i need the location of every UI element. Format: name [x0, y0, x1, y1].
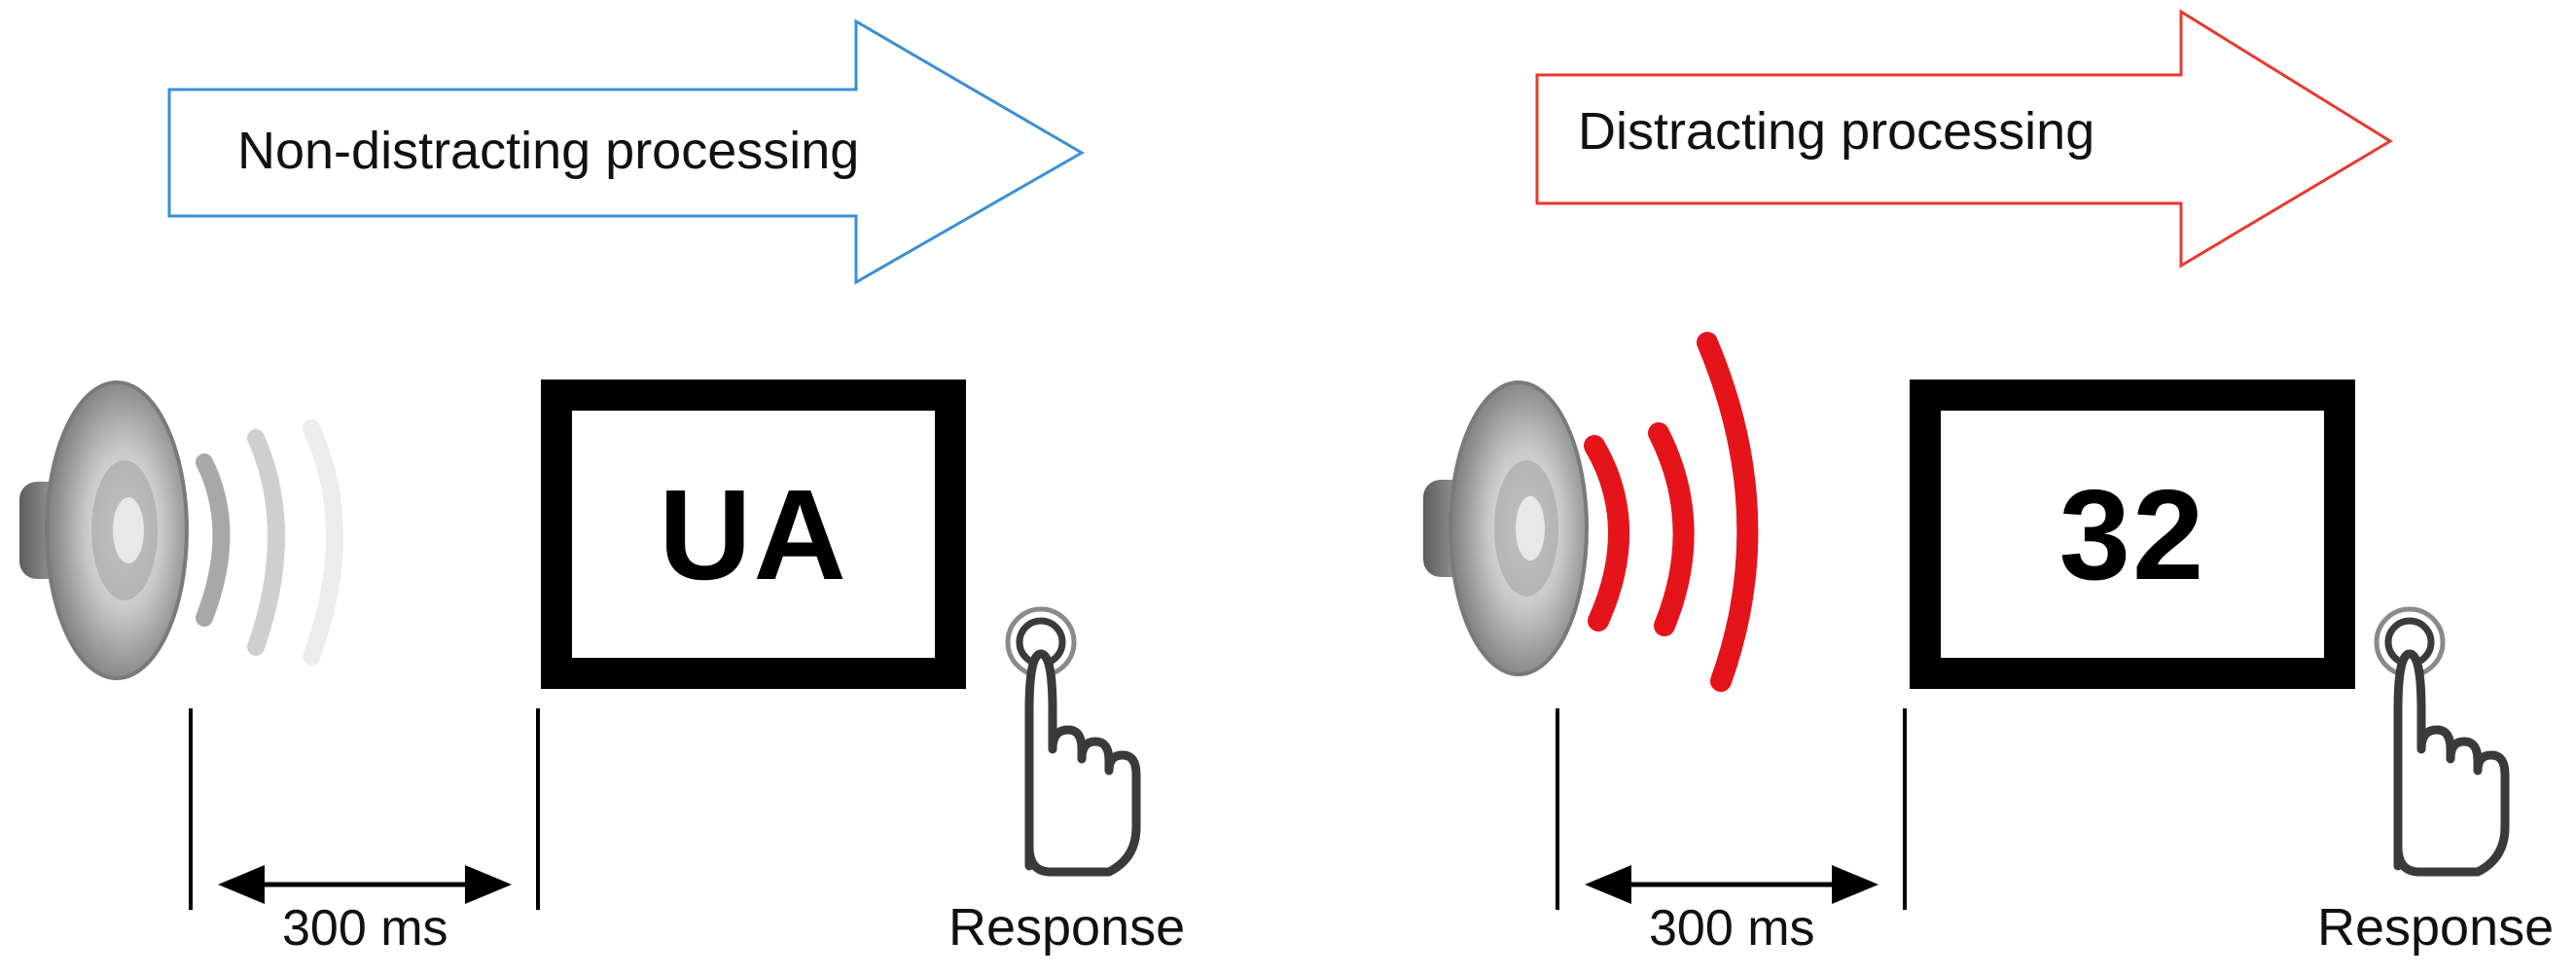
interval-arrow-right-head	[1832, 865, 1878, 904]
arrow-label: Non-distracting processing	[237, 122, 860, 180]
timeline	[1556, 708, 1907, 910]
interval-label: 300 ms	[1649, 900, 1815, 957]
interval-arrow-left-head	[1585, 865, 1631, 904]
interval-arrow-right-head	[465, 865, 512, 904]
sound-wave-2	[247, 429, 285, 656]
stimulus-text: UA	[659, 462, 848, 606]
sound-wave-3	[1697, 332, 1759, 692]
speaker-icon	[19, 380, 343, 680]
sound-wave-3	[303, 419, 343, 666]
speaker-icon	[1423, 332, 1759, 692]
arrow-outline	[167, 18, 1085, 285]
sound-wave-1	[196, 453, 231, 627]
stimulus-text: 32	[2058, 462, 2206, 606]
pointing-hand-icon	[1005, 606, 1141, 877]
condition-distracting: Distracting processing	[1369, 0, 2576, 976]
sound-wave-2	[1648, 422, 1695, 636]
stimulus-screen: 32	[1910, 380, 2355, 689]
sound-wave-1	[1584, 435, 1629, 632]
condition-non-distracting: Non-distracting processing	[19, 18, 1186, 957]
arrow-label: Distracting processing	[1578, 102, 2095, 161]
process-arrow	[167, 18, 1085, 285]
interval-label: 300 ms	[282, 900, 448, 957]
stimulus-screen: UA	[541, 380, 966, 689]
pointing-hand-icon	[2374, 606, 2510, 877]
process-arrow	[1535, 9, 2393, 269]
timeline	[189, 708, 540, 910]
arrow-outline	[1535, 9, 2393, 269]
response-label: Response	[948, 898, 1186, 957]
response-label: Response	[2317, 898, 2555, 957]
interval-arrow-left-head	[218, 865, 265, 904]
